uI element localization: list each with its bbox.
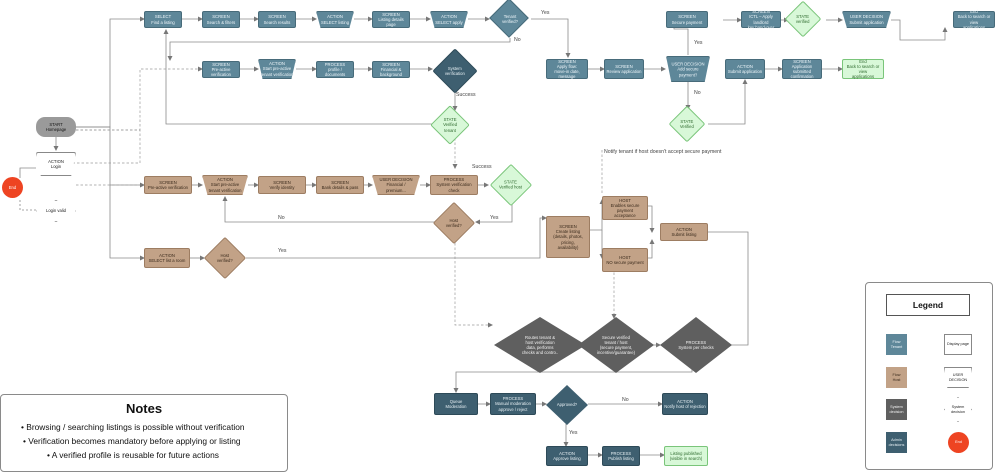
manual-moderation-node: PROCESS Manual moderation approve / reje… xyxy=(490,393,536,415)
apply-details-node: SCREEN Apply flow: move-in date, message xyxy=(546,59,588,79)
verify-identity-node: SCREEN Verify identity xyxy=(258,176,306,194)
login-node: ACTION Login xyxy=(36,152,76,176)
edge-label-yes-approved: Yes xyxy=(569,430,578,436)
search-filters-node: SCREEN Search & filters xyxy=(202,11,240,28)
edge-label-success-tenant: Success xyxy=(456,92,476,98)
system-verification-check-node: PROCESS System verification check xyxy=(430,175,478,195)
notify-rejection-node: ACTION Notify host of rejection xyxy=(662,393,708,415)
end-login-node[interactable]: End xyxy=(2,177,23,198)
pre-active-verification-host-node: SCREEN Pre-active verification xyxy=(144,176,192,194)
legend-end: End xyxy=(948,432,969,453)
notes-title: Notes xyxy=(125,401,163,416)
legend-title: Legend xyxy=(886,294,970,316)
note-item-2: • Verification becomes mandatory before … xyxy=(23,436,241,446)
note-item-3: • A verified profile is reusable for fut… xyxy=(47,450,219,460)
edge-label-no-secure: No xyxy=(694,90,701,96)
edge-label-yes-secure: Yes xyxy=(694,40,703,46)
application-submitted-node: SCREEN Application submitted confirmatio… xyxy=(782,59,822,79)
financial-background-node: SCREEN Financial & background xyxy=(372,61,410,78)
no-secure-payment-node: HOST NO secure payment xyxy=(602,248,648,272)
edge-label-no-tenant: No xyxy=(514,37,521,43)
legend-panel: Legend Flow Tenant Display page Flow Hos… xyxy=(865,282,993,470)
queue-moderation-node: Queue Moderation xyxy=(434,393,478,415)
end-back-applications-top-node: End Back to search or view applications xyxy=(953,9,995,30)
review-application-node: SCREEN Review application xyxy=(604,59,644,79)
legend-system-decision: System decision xyxy=(886,399,907,420)
select-listing-node: ACTION SELECT listing xyxy=(316,11,354,28)
select-new-listing-node: ACTION SELECT list a room xyxy=(144,248,190,268)
edge-label-yes-host: Yes xyxy=(278,248,287,254)
legend-system-decision-outline: System decision xyxy=(944,397,972,422)
tenant-verified-decision: Tenant verified? xyxy=(489,0,529,38)
approve-listing-node: ACTION Approve listing xyxy=(546,446,588,466)
submit-application-node: ACTION Submit application xyxy=(725,59,765,79)
listing-published-node: Listing published (visible in search) xyxy=(664,446,708,466)
start-homepage-node: START Homepage xyxy=(36,117,76,137)
note-item-1: • Browsing / searching listings is possi… xyxy=(21,422,245,432)
enables-secure-payment-node: HOST Enables secure payment acceptance xyxy=(602,196,648,220)
listing-details-node: SCREEN Listing details page xyxy=(372,11,410,28)
submit-application-decision-node: USER DECISION Submit application xyxy=(842,11,891,28)
edge-label-yes-host-mid: Yes xyxy=(490,215,499,221)
bank-details-node: SCREEN Bank details & pass xyxy=(316,176,364,194)
start-host-verification-node: ACTION Start pre-active tenant verificat… xyxy=(202,175,248,195)
edge-label-success-host: Success xyxy=(472,164,492,170)
publish-listing-node: PROCESS Publish listing xyxy=(602,446,640,466)
login-valid-node: Login valid xyxy=(36,200,76,222)
edge-label-no-approved: No xyxy=(622,397,629,403)
start-tenant-verification-node: ACTION Start pre-active tenant verificat… xyxy=(258,59,296,79)
legend-user-decision: USER DECISION xyxy=(944,367,972,388)
legend-host: Flow Host xyxy=(886,367,907,388)
secure-payment-node: SCREEN Secure payment xyxy=(666,11,708,28)
legend-tenant: Flow Tenant xyxy=(886,334,907,355)
end-back-applications-node: End Back to search or view applications xyxy=(842,59,884,79)
pre-active-verification-tenant-node: SCREEN Pre-active verification xyxy=(202,61,240,78)
legend-display-page: Display page xyxy=(944,334,972,355)
profile-documents-node: PROCESS profile / documents xyxy=(316,61,354,78)
financial-decision-node: USER DECISION Financial / premium... xyxy=(372,175,420,195)
create-listing-node: SCREEN Create listing (details, photos, … xyxy=(546,216,590,258)
secure-payment-decision: USER DECISION Add secure payment? xyxy=(666,56,710,82)
edge-label-notify-tenant: Notify tenant if host doesn't accept sec… xyxy=(604,149,722,155)
select-apply-node: ACTION SELECT apply xyxy=(430,11,468,28)
notes-panel: Notes • Browsing / searching listings is… xyxy=(0,394,288,472)
legend-admin: Admin decisions xyxy=(886,432,907,453)
edge-label-no-host-mid: No xyxy=(278,215,285,221)
select-find-listing-node: SELECT Find a listing xyxy=(144,11,182,28)
submit-listing-node: ACTION Submit listing xyxy=(660,223,708,241)
edge-label-yes-tenant: Yes xyxy=(541,10,550,16)
ictl-key-handover-node: SCREEN ICTL – Apply landlord key hand-ov… xyxy=(741,9,781,30)
search-results-node: SCREEN Search results xyxy=(258,11,296,28)
